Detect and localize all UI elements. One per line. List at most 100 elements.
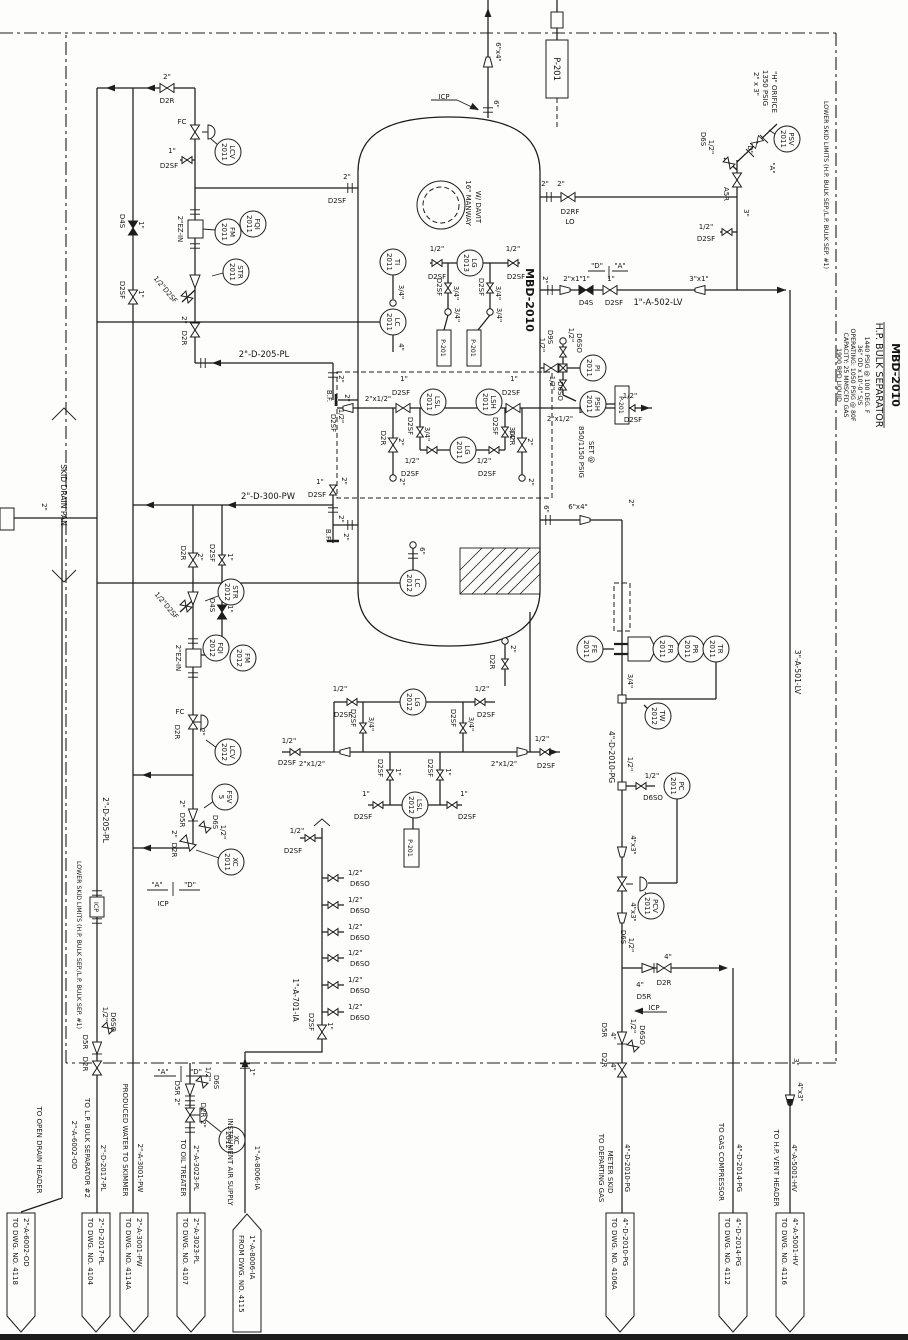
flag-line-number: 4"-D-2014-PG bbox=[735, 1144, 743, 1192]
flag-line: 2"-A-6002-OD bbox=[22, 1218, 30, 1267]
label: LO bbox=[565, 218, 575, 226]
svg-text:2011: 2011 bbox=[779, 130, 787, 148]
flag-line-number: 1"-A-8006-IA bbox=[253, 1146, 261, 1191]
reducer-icon bbox=[559, 285, 571, 295]
label: 1/2" bbox=[219, 825, 227, 840]
label: 1/2" bbox=[348, 869, 363, 877]
label: D5R bbox=[600, 1023, 608, 1038]
flag-line: 4"-A-5001-HV bbox=[791, 1218, 799, 1266]
label: 1/2" bbox=[348, 1003, 363, 1011]
label: 2" bbox=[343, 173, 351, 181]
label: 2"x1/2" bbox=[547, 415, 573, 423]
gate-valve-icon bbox=[388, 437, 398, 453]
label: 1/2" bbox=[645, 772, 660, 780]
label: 1/2" bbox=[204, 1067, 212, 1082]
svg-text:FM: FM bbox=[243, 653, 251, 663]
label: D4S bbox=[579, 299, 594, 307]
label: 2" bbox=[178, 800, 186, 808]
skid-drain-box bbox=[0, 507, 15, 531]
label: 2" bbox=[541, 180, 549, 188]
gate-valve-icon bbox=[507, 259, 519, 267]
flag-line: 2"-D-2017-PL bbox=[97, 1218, 105, 1265]
actuated-valve-icon bbox=[179, 834, 197, 852]
gate-valve-icon bbox=[386, 769, 394, 781]
label: 2" bbox=[337, 375, 345, 383]
label: 3/4" bbox=[467, 717, 475, 732]
label: 1/2" bbox=[477, 457, 492, 465]
piping bbox=[14, 0, 900, 1213]
svg-text:LG: LG bbox=[413, 697, 421, 706]
gate-valve-icon bbox=[617, 1062, 627, 1078]
gate-valve-icon bbox=[560, 192, 576, 202]
label: 1/2" bbox=[626, 757, 634, 772]
gate-valve-icon bbox=[602, 285, 618, 295]
svg-text:2011: 2011 bbox=[385, 253, 393, 271]
flag-dwg: TO DWG. NO. 4114A bbox=[124, 1217, 132, 1290]
flag-line: 2"-A-3001-PW bbox=[135, 1218, 143, 1267]
label: D2SF bbox=[328, 197, 346, 205]
multi-tap-pentagon bbox=[627, 636, 657, 662]
flag-dwg: TO DWG. NO. 4107 bbox=[181, 1217, 189, 1285]
label: 1" bbox=[226, 605, 234, 613]
label: 4" bbox=[397, 343, 405, 351]
label: 1/2" bbox=[405, 457, 420, 465]
label: 2" bbox=[398, 478, 406, 486]
check-valve-icon bbox=[184, 1083, 196, 1097]
label: 1/2" bbox=[475, 685, 490, 693]
label: D2SF bbox=[349, 709, 357, 727]
label: 2" bbox=[173, 1098, 181, 1106]
label: 2" bbox=[337, 515, 345, 523]
label: 1" bbox=[316, 478, 324, 486]
label: A5R bbox=[722, 187, 730, 201]
svg-text:PI: PI bbox=[593, 365, 601, 371]
label: D2SF bbox=[697, 235, 715, 243]
label: 1/2" bbox=[348, 976, 363, 984]
label: D2SF bbox=[329, 414, 337, 432]
gate-valve-icon bbox=[159, 83, 175, 93]
label: 1/2" bbox=[348, 923, 363, 931]
label: 3/4" bbox=[508, 427, 516, 442]
label: 3/4" bbox=[397, 285, 405, 300]
label: 1/2" bbox=[629, 1019, 637, 1034]
label: D2RF bbox=[561, 208, 580, 216]
p201-label: P-201 bbox=[617, 396, 624, 414]
svg-text:FSV: FSV bbox=[225, 790, 233, 803]
label: 3"x1" bbox=[689, 275, 709, 283]
pipe-label: 4"-D-2010-PG bbox=[607, 731, 616, 783]
label: D2R bbox=[173, 725, 181, 740]
gate-valve-icon bbox=[327, 981, 339, 989]
label: 6" bbox=[418, 547, 426, 555]
gate-valve-icon bbox=[444, 282, 452, 294]
label: FC bbox=[176, 708, 185, 716]
svg-text:2012: 2012 bbox=[407, 796, 415, 814]
svg-text:PSV: PSV bbox=[787, 132, 795, 146]
equipment-design: 1440 PSIG @ 100 DEG. F bbox=[863, 337, 871, 414]
psv-size: 2" x 3" bbox=[752, 72, 760, 96]
svg-text:FQI: FQI bbox=[216, 642, 224, 654]
gate-valve-icon bbox=[446, 801, 458, 809]
gate-valve-icon bbox=[181, 156, 193, 164]
label: D6SO bbox=[556, 381, 564, 401]
skid-limit-note-left: LOWER SKID LIMITS (H.P. BULK SEP./L.P. B… bbox=[75, 861, 82, 1029]
gate-valve-icon bbox=[431, 259, 443, 267]
label: 1/2"D2SF bbox=[153, 591, 180, 621]
label: ICP bbox=[648, 1004, 659, 1012]
vessel-tag: MBD-2010 bbox=[523, 268, 536, 332]
gate-valve-icon bbox=[635, 782, 647, 790]
set-value: 850/1150 PSIG bbox=[577, 426, 585, 478]
flag-service2: METER SKID bbox=[606, 1151, 614, 1194]
svg-text:2011: 2011 bbox=[582, 640, 590, 658]
label: 2" bbox=[40, 503, 48, 511]
svg-text:2011: 2011 bbox=[385, 313, 393, 331]
flag-service: TO DEPARTING GAS bbox=[597, 1133, 605, 1203]
label: 2" bbox=[342, 533, 350, 541]
label: D2R bbox=[379, 431, 387, 446]
